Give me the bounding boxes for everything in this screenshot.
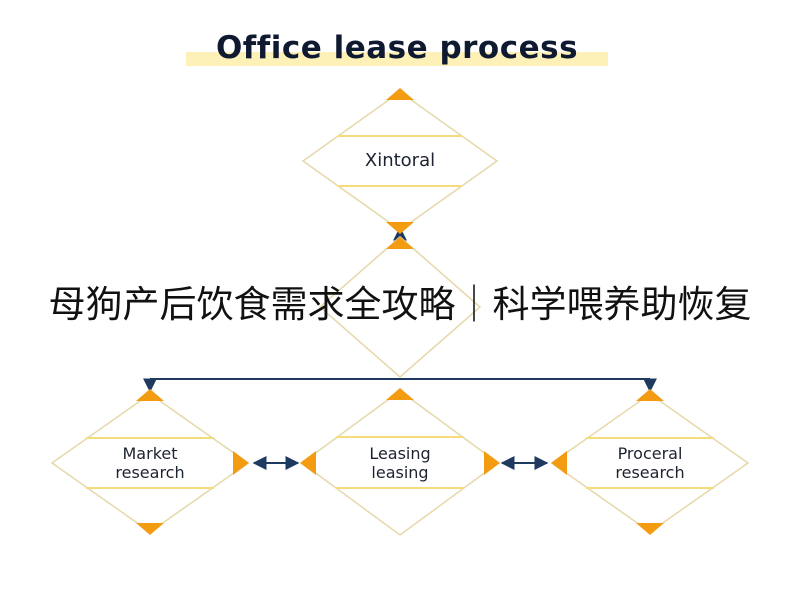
node-right-cap-bottom <box>636 523 664 535</box>
title-block: Office lease process <box>186 30 608 66</box>
node-top-cap-top <box>386 88 414 100</box>
node-top <box>301 88 499 234</box>
node-left-label: Market research <box>80 444 220 482</box>
node-center-cap-right <box>484 451 500 475</box>
node-center <box>300 388 500 536</box>
node-middle-cap-top <box>386 237 414 249</box>
node-top-label-line-1: Xintoral <box>364 150 436 171</box>
overlay-caption: 母狗产后饮食需求全攻略｜科学喂养助恢复 <box>48 283 752 326</box>
node-middle <box>318 236 482 378</box>
node-left-cap-top <box>136 389 164 401</box>
node-center-cap-left <box>300 451 316 475</box>
node-middle-diamond <box>318 236 482 378</box>
node-center-label: Leasing leasing <box>330 444 470 482</box>
node-right-label-line-2: research <box>615 463 685 482</box>
node-right-label-line-1: Proceral <box>617 444 683 463</box>
node-left-cap-bottom <box>136 523 164 535</box>
node-center-label-line-2: leasing <box>371 463 429 482</box>
node-center-label-line-1: Leasing <box>369 444 431 463</box>
node-right-cap-top <box>636 389 664 401</box>
diagram-title: Office lease process <box>215 30 579 66</box>
title-highlight <box>186 52 608 66</box>
node-right-label: Proceral research <box>580 444 720 482</box>
node-center-cap-top <box>386 388 414 400</box>
node-left <box>50 389 250 535</box>
node-left-cap-right <box>233 451 249 475</box>
node-top-cap-bottom <box>386 222 414 234</box>
node-left-label-line-2: research <box>115 463 185 482</box>
node-right-cap-left <box>551 451 567 475</box>
node-left-label-line-1: Market <box>122 444 178 463</box>
node-top-label: Xintoral <box>320 150 480 172</box>
node-center-diamond <box>300 390 500 536</box>
node-right <box>550 389 750 535</box>
